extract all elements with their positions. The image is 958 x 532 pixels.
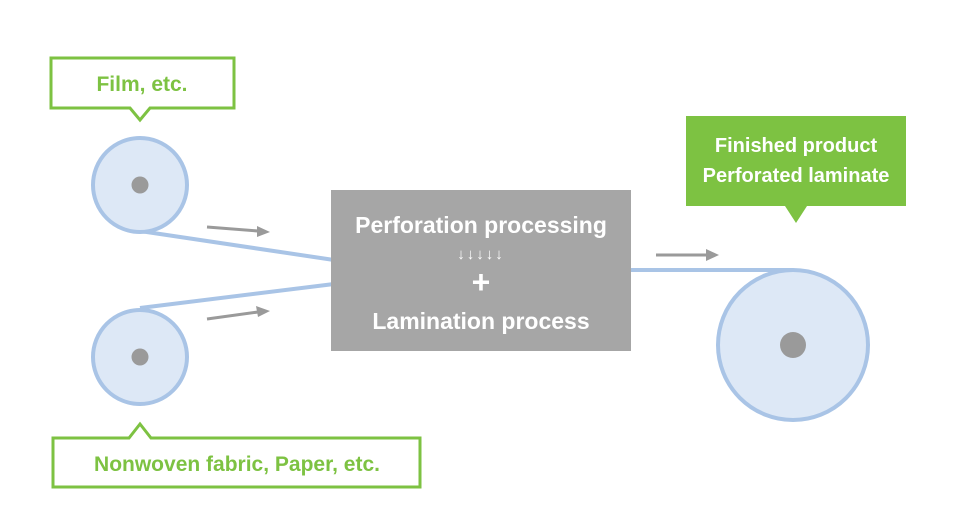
arrow-right-icon [656,249,719,261]
film-roll [91,136,189,234]
finished-product-callout: Finished product Perforated laminate [686,116,906,223]
process-line-perforation: Perforation processing [355,212,607,238]
arrow-right-icon [206,225,270,237]
film-callout: Film, etc. [49,56,236,123]
nonwoven-callout: Nonwoven fabric, Paper, etc. [51,421,422,489]
film-label: Film, etc. [96,73,187,96]
roll-core-icon [131,176,149,194]
roll-core-icon [131,348,149,366]
process-line-lamination: Lamination process [372,308,589,334]
process-box: Perforation processing ↓↓↓↓↓ + Laminatio… [331,190,631,351]
arrow-right-icon [206,306,270,321]
nonwoven-roll [91,308,189,406]
plus-sign: + [472,264,491,300]
finished-callout-bg [686,116,906,223]
nonwoven-web-line [139,282,335,310]
film-web-line [139,229,335,262]
direction-arrows [206,225,719,321]
film-callout-border [49,56,236,123]
nonwoven-callout-border [51,421,422,489]
process-box-bg [331,190,631,351]
roll-core-icon [780,332,806,358]
web-lines [139,229,793,310]
perforation-arrows: ↓↓↓↓↓ [457,246,505,263]
finished-product-roll [716,268,870,422]
perforated-laminate-label: Perforated laminate [703,165,890,187]
nonwoven-label: Nonwoven fabric, Paper, etc. [94,453,380,476]
finished-product-label: Finished product [715,135,878,157]
